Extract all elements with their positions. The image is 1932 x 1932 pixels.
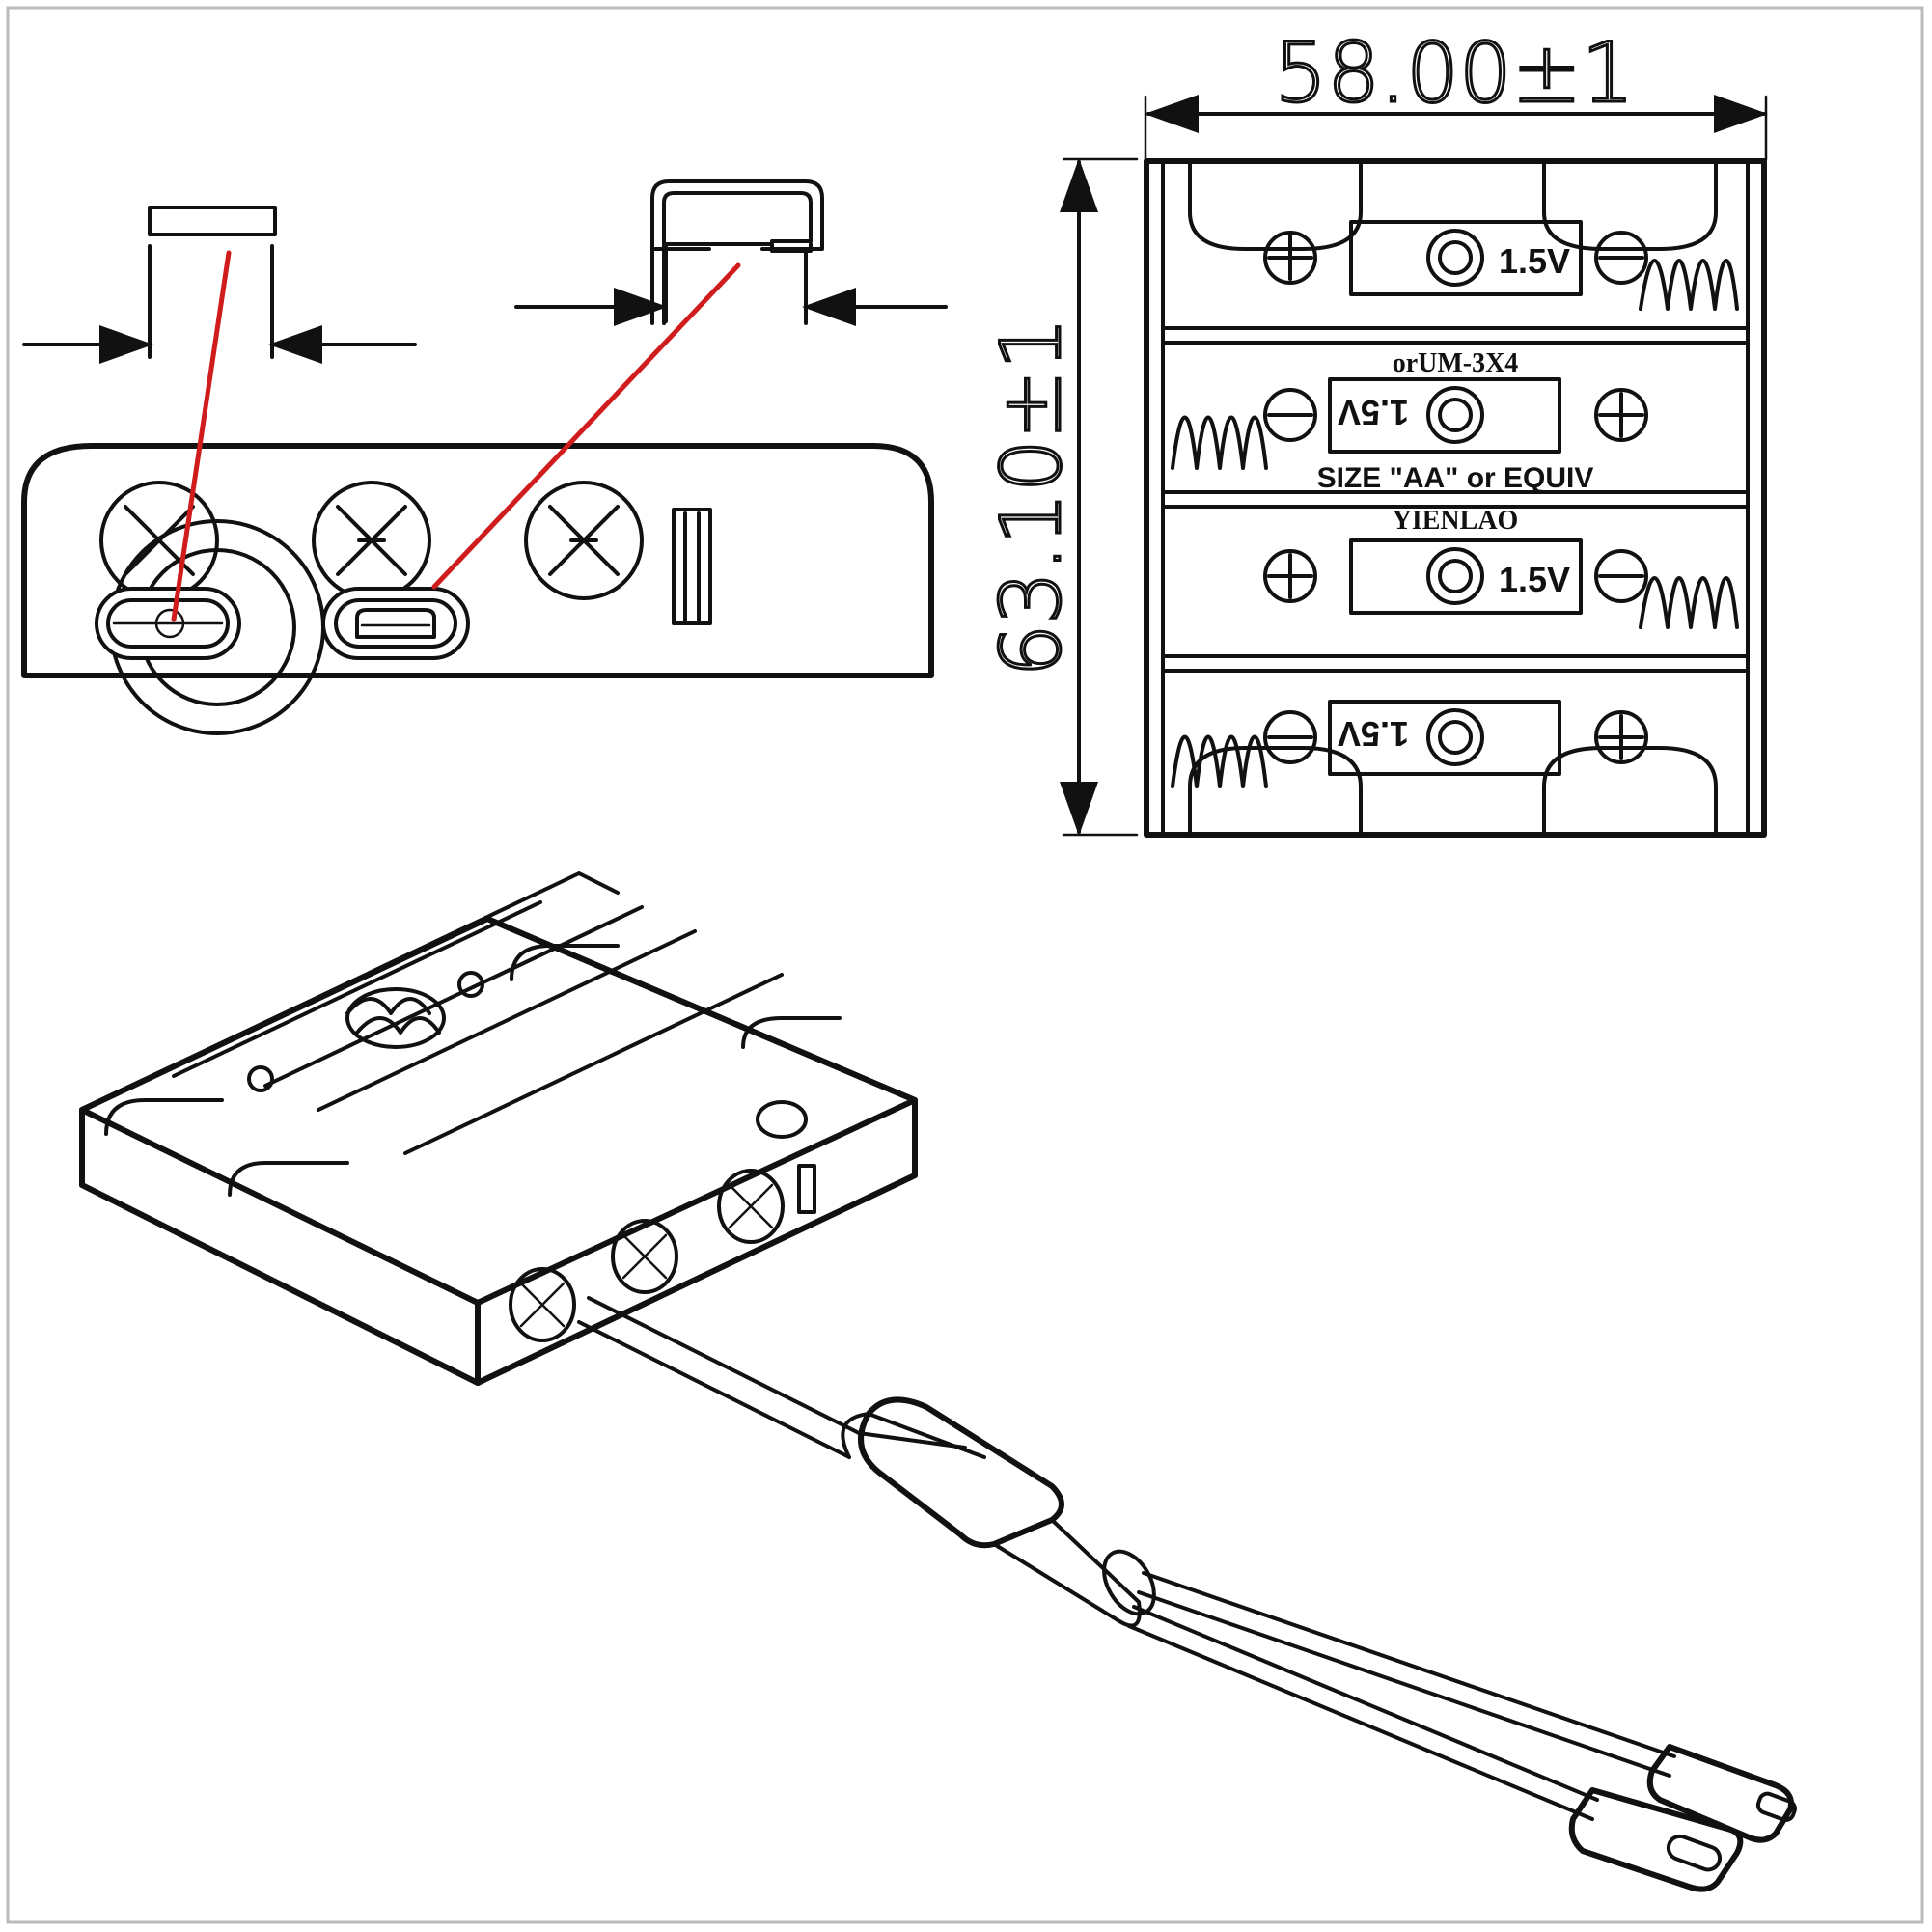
callout-line xyxy=(171,250,232,622)
screw-icon xyxy=(524,481,644,600)
screw-icon xyxy=(611,1219,678,1294)
voltage-label: 1.5V xyxy=(1499,560,1570,599)
model-text: orUM-3X4 xyxy=(1393,348,1519,378)
isometric-view xyxy=(79,871,1797,1892)
brand-text: YIENLAO xyxy=(1393,506,1519,536)
side-view-detail xyxy=(21,179,948,735)
page-border xyxy=(6,6,1924,1924)
voltage-label: 1.5V xyxy=(1338,714,1409,754)
screw-icon xyxy=(509,1267,576,1342)
width-dimension: 58.00±1 xyxy=(1275,25,1635,122)
voltage-label: 1.5V xyxy=(1338,393,1409,432)
screw-icon xyxy=(717,1169,785,1244)
screw-icon xyxy=(312,481,431,600)
voltage-label: 1.5V xyxy=(1499,241,1570,281)
plan-view: 58.00±1 63.10±1 1.5V 1.5V xyxy=(982,24,1768,838)
callout-line xyxy=(431,262,741,590)
size-text: SIZE "AA" or EQUIV xyxy=(1317,462,1594,494)
height-dimension: 63.10±1 xyxy=(983,317,1080,677)
